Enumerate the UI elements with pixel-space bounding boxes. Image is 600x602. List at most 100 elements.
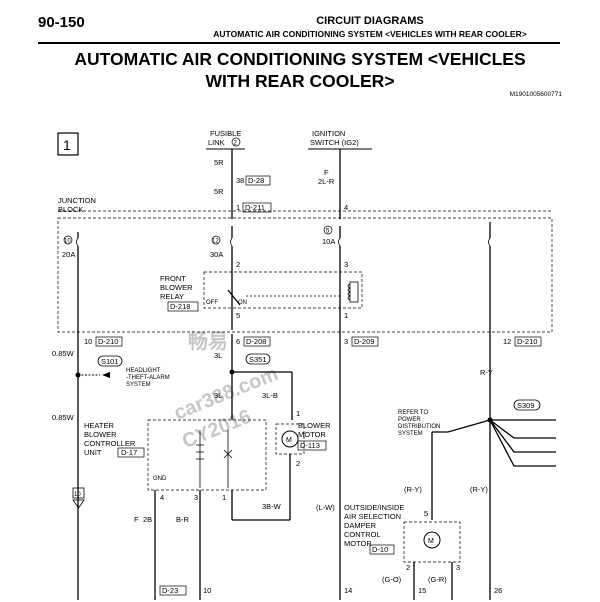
title-line-2: WITH REAR COOLER> [205, 71, 395, 91]
diagram-number-box: 1 [57, 132, 79, 156]
heater-label-4: UNIT [84, 448, 102, 457]
subsection-title: AUTOMATIC AIR CONDITIONING SYSTEM <VEHIC… [213, 29, 527, 39]
relay-connector: D-218 [170, 302, 190, 311]
wire-2lr: 2L-R [318, 177, 335, 186]
pin-1-top: 1 [236, 203, 240, 212]
heater-pin-4: 4 [160, 493, 164, 502]
fuse-12-number: 12 [212, 239, 219, 245]
relay-label-2: BLOWER [160, 283, 193, 292]
connector-d211: D-211 [245, 203, 265, 212]
heater-connector: D-17 [121, 448, 137, 457]
fuse-10-rating: 20A [62, 250, 75, 259]
svg-text:M: M [286, 437, 292, 444]
damper-label-4: CONTROL [344, 530, 381, 539]
wire-go: (G-O) [382, 575, 402, 584]
relay-pin-5: 5 [236, 311, 240, 320]
wire-085w-b: 0.85W [52, 413, 75, 422]
heater-gnd: GND [153, 476, 167, 482]
blower-motor-label-2: MOTOR [298, 430, 326, 439]
fuse-10-number: 10 [64, 239, 71, 245]
junction-block-label-1: JUNCTION [58, 196, 96, 205]
diagram-number: 1 [63, 137, 71, 153]
connector-d208: D-208 [246, 337, 266, 346]
fusible-link-label-1: FUSIBLE [210, 129, 241, 138]
damper-label-5: MOTOR [344, 539, 372, 548]
jb-pin-6: 6 [236, 337, 240, 346]
connector-d209: D-209 [354, 337, 374, 346]
junction-block-box [57, 217, 553, 333]
ground-number: 10 [74, 492, 81, 498]
page-number: 90-150 [38, 14, 85, 31]
blower-motor-pin-2: 2 [296, 459, 300, 468]
wire-ry-a: (R-Y) [404, 485, 422, 494]
wire-gr: (G-R) [428, 575, 447, 584]
diagram-code: M1901005600771 [509, 91, 562, 98]
wire-ry-top: R-Y [480, 368, 493, 377]
svg-text:M: M [428, 538, 434, 545]
header-rule [38, 42, 560, 44]
headlight-label-2: -THEFT-ALARM [126, 375, 170, 381]
wire-5r-top: 5R [214, 158, 224, 167]
title-line-1: AUTOMATIC AIR CONDITIONING SYSTEM <VEHIC… [74, 49, 526, 69]
fuse-5-number: 5 [326, 229, 330, 235]
pin-38: 38 [236, 176, 244, 185]
connector-d23: D-23 [162, 586, 178, 595]
fuse-5-rating: 10A [322, 237, 335, 246]
heater-pin-3: 3 [194, 493, 198, 502]
ignition-label-1: IGNITION [312, 129, 345, 138]
wire-ry-b: (R-Y) [470, 485, 488, 494]
wire-5r-mid: 5R [214, 187, 224, 196]
splice-s351: S351 [249, 355, 267, 364]
damper-label-3: DAMPER [344, 521, 377, 530]
damper-label-1: OUTSIDE/INSIDE [344, 503, 404, 512]
connector-d28: D-28 [248, 176, 264, 185]
fusible-link-number: 2 [234, 141, 238, 147]
refer-label-4: SYSTEM [398, 431, 423, 437]
relay-pin-3: 3 [344, 260, 348, 269]
relay-on: ON [238, 300, 247, 306]
relay-label-1: FRONT [160, 274, 186, 283]
fuse-12-rating: 30A [210, 250, 223, 259]
bottom-pin-26: 26 [494, 586, 502, 595]
blower-motor-label-1: BLOWER [298, 421, 331, 430]
wire-085w-a: 0.85W [52, 349, 75, 358]
relay-pin-1: 1 [344, 311, 348, 320]
pin-4-top: 4 [344, 203, 348, 212]
refer-label-2: POWER [398, 417, 421, 423]
bottom-pin-14: 14 [344, 586, 352, 595]
jb-pin-10: 10 [84, 337, 92, 346]
page-title: AUTOMATIC AIR CONDITIONING SYSTEM <VEHIC… [40, 48, 560, 92]
watermark-text-1: 畅易 [188, 329, 228, 353]
page-header: 90-150 CIRCUIT DIAGRAMS AUTOMATIC AIR CO… [0, 0, 600, 105]
connector-d210-a: D-210 [98, 337, 118, 346]
splice-s309: S309 [517, 401, 535, 410]
damper-pin-2: 2 [406, 563, 410, 572]
heater-label-2: BLOWER [84, 430, 117, 439]
bottom-pin-10: 10 [203, 586, 211, 595]
headlight-label-1: HEADLIGHT [126, 368, 161, 374]
damper-pin-3: 3 [456, 563, 460, 572]
heater-label-1: HEATER [84, 421, 114, 430]
refer-label-3: DISTRIBUTION [398, 424, 440, 430]
damper-label-2: AIR SELECTION [344, 512, 401, 521]
wire-f-2b: 2B [143, 515, 152, 524]
wire-3bw: 3B-W [262, 502, 282, 511]
refer-label-1: REFER TO [398, 410, 428, 416]
wire-br: B-R [176, 515, 190, 524]
damper-connector: D-10 [372, 545, 388, 554]
wire-3lb: 3L-B [262, 391, 278, 400]
wire-lw: (L-W) [316, 503, 335, 512]
splice-s101: S101 [101, 357, 119, 366]
damper-pin-5: 5 [424, 509, 428, 518]
jb-pin-3: 3 [344, 337, 348, 346]
headlight-label-3: SYSTEM [126, 382, 151, 388]
blower-motor-pin-1: 1 [296, 409, 300, 418]
wire-3l-b: 3L [214, 391, 222, 400]
wire-f-2b-f: F [134, 515, 139, 524]
relay-label-3: RELAY [160, 292, 184, 301]
jb-pin-12: 12 [503, 337, 511, 346]
section-title: CIRCUIT DIAGRAMS [316, 15, 424, 27]
ignition-connector-f: F [324, 168, 329, 177]
connector-d210-b: D-210 [517, 337, 537, 346]
